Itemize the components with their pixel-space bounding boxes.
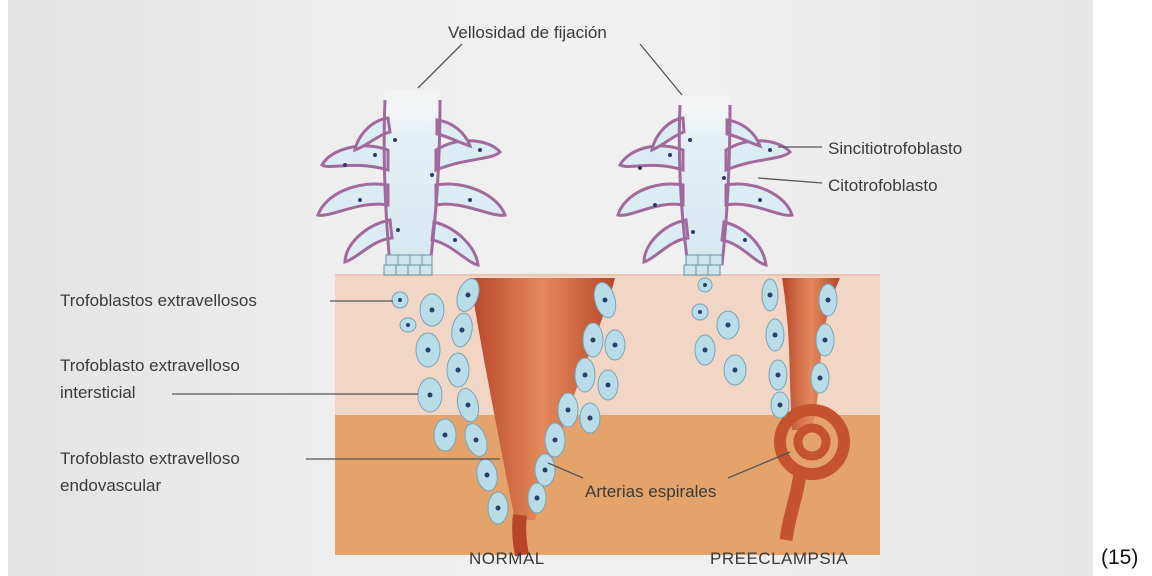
label-syncytiotrophoblast: Sincitiotrofoblasto bbox=[828, 138, 962, 160]
normal-anchoring-villus bbox=[318, 90, 505, 275]
label-endovascular-line1: Trofoblasto extravelloso bbox=[60, 448, 240, 470]
label-interstitial-line1: Trofoblasto extravelloso bbox=[60, 355, 240, 377]
villus-branch bbox=[644, 220, 688, 262]
figure-number: (15) bbox=[1101, 546, 1138, 570]
label-cytotrophoblast: Citotrofoblasto bbox=[828, 175, 938, 197]
villus-branch bbox=[318, 184, 388, 215]
caption-preeclampsia: PREECLAMPSIA bbox=[710, 549, 848, 569]
label-endovascular-line2: endovascular bbox=[60, 475, 161, 497]
label-anchoring-villus: Vellosidad de fijación bbox=[448, 22, 607, 44]
preeclampsia-anchoring-villus bbox=[618, 95, 792, 275]
label-spiral-arteries: Arterias espirales bbox=[585, 481, 716, 503]
villus-branch bbox=[345, 220, 392, 262]
label-extravillous-trophoblasts: Trofoblastos extravellosos bbox=[60, 290, 257, 312]
villus-branch bbox=[722, 222, 766, 265]
caption-normal: NORMAL bbox=[469, 549, 545, 569]
villus-branch bbox=[618, 184, 683, 215]
villus-branch bbox=[432, 222, 478, 265]
label-interstitial-line2: intersticial bbox=[60, 382, 136, 404]
